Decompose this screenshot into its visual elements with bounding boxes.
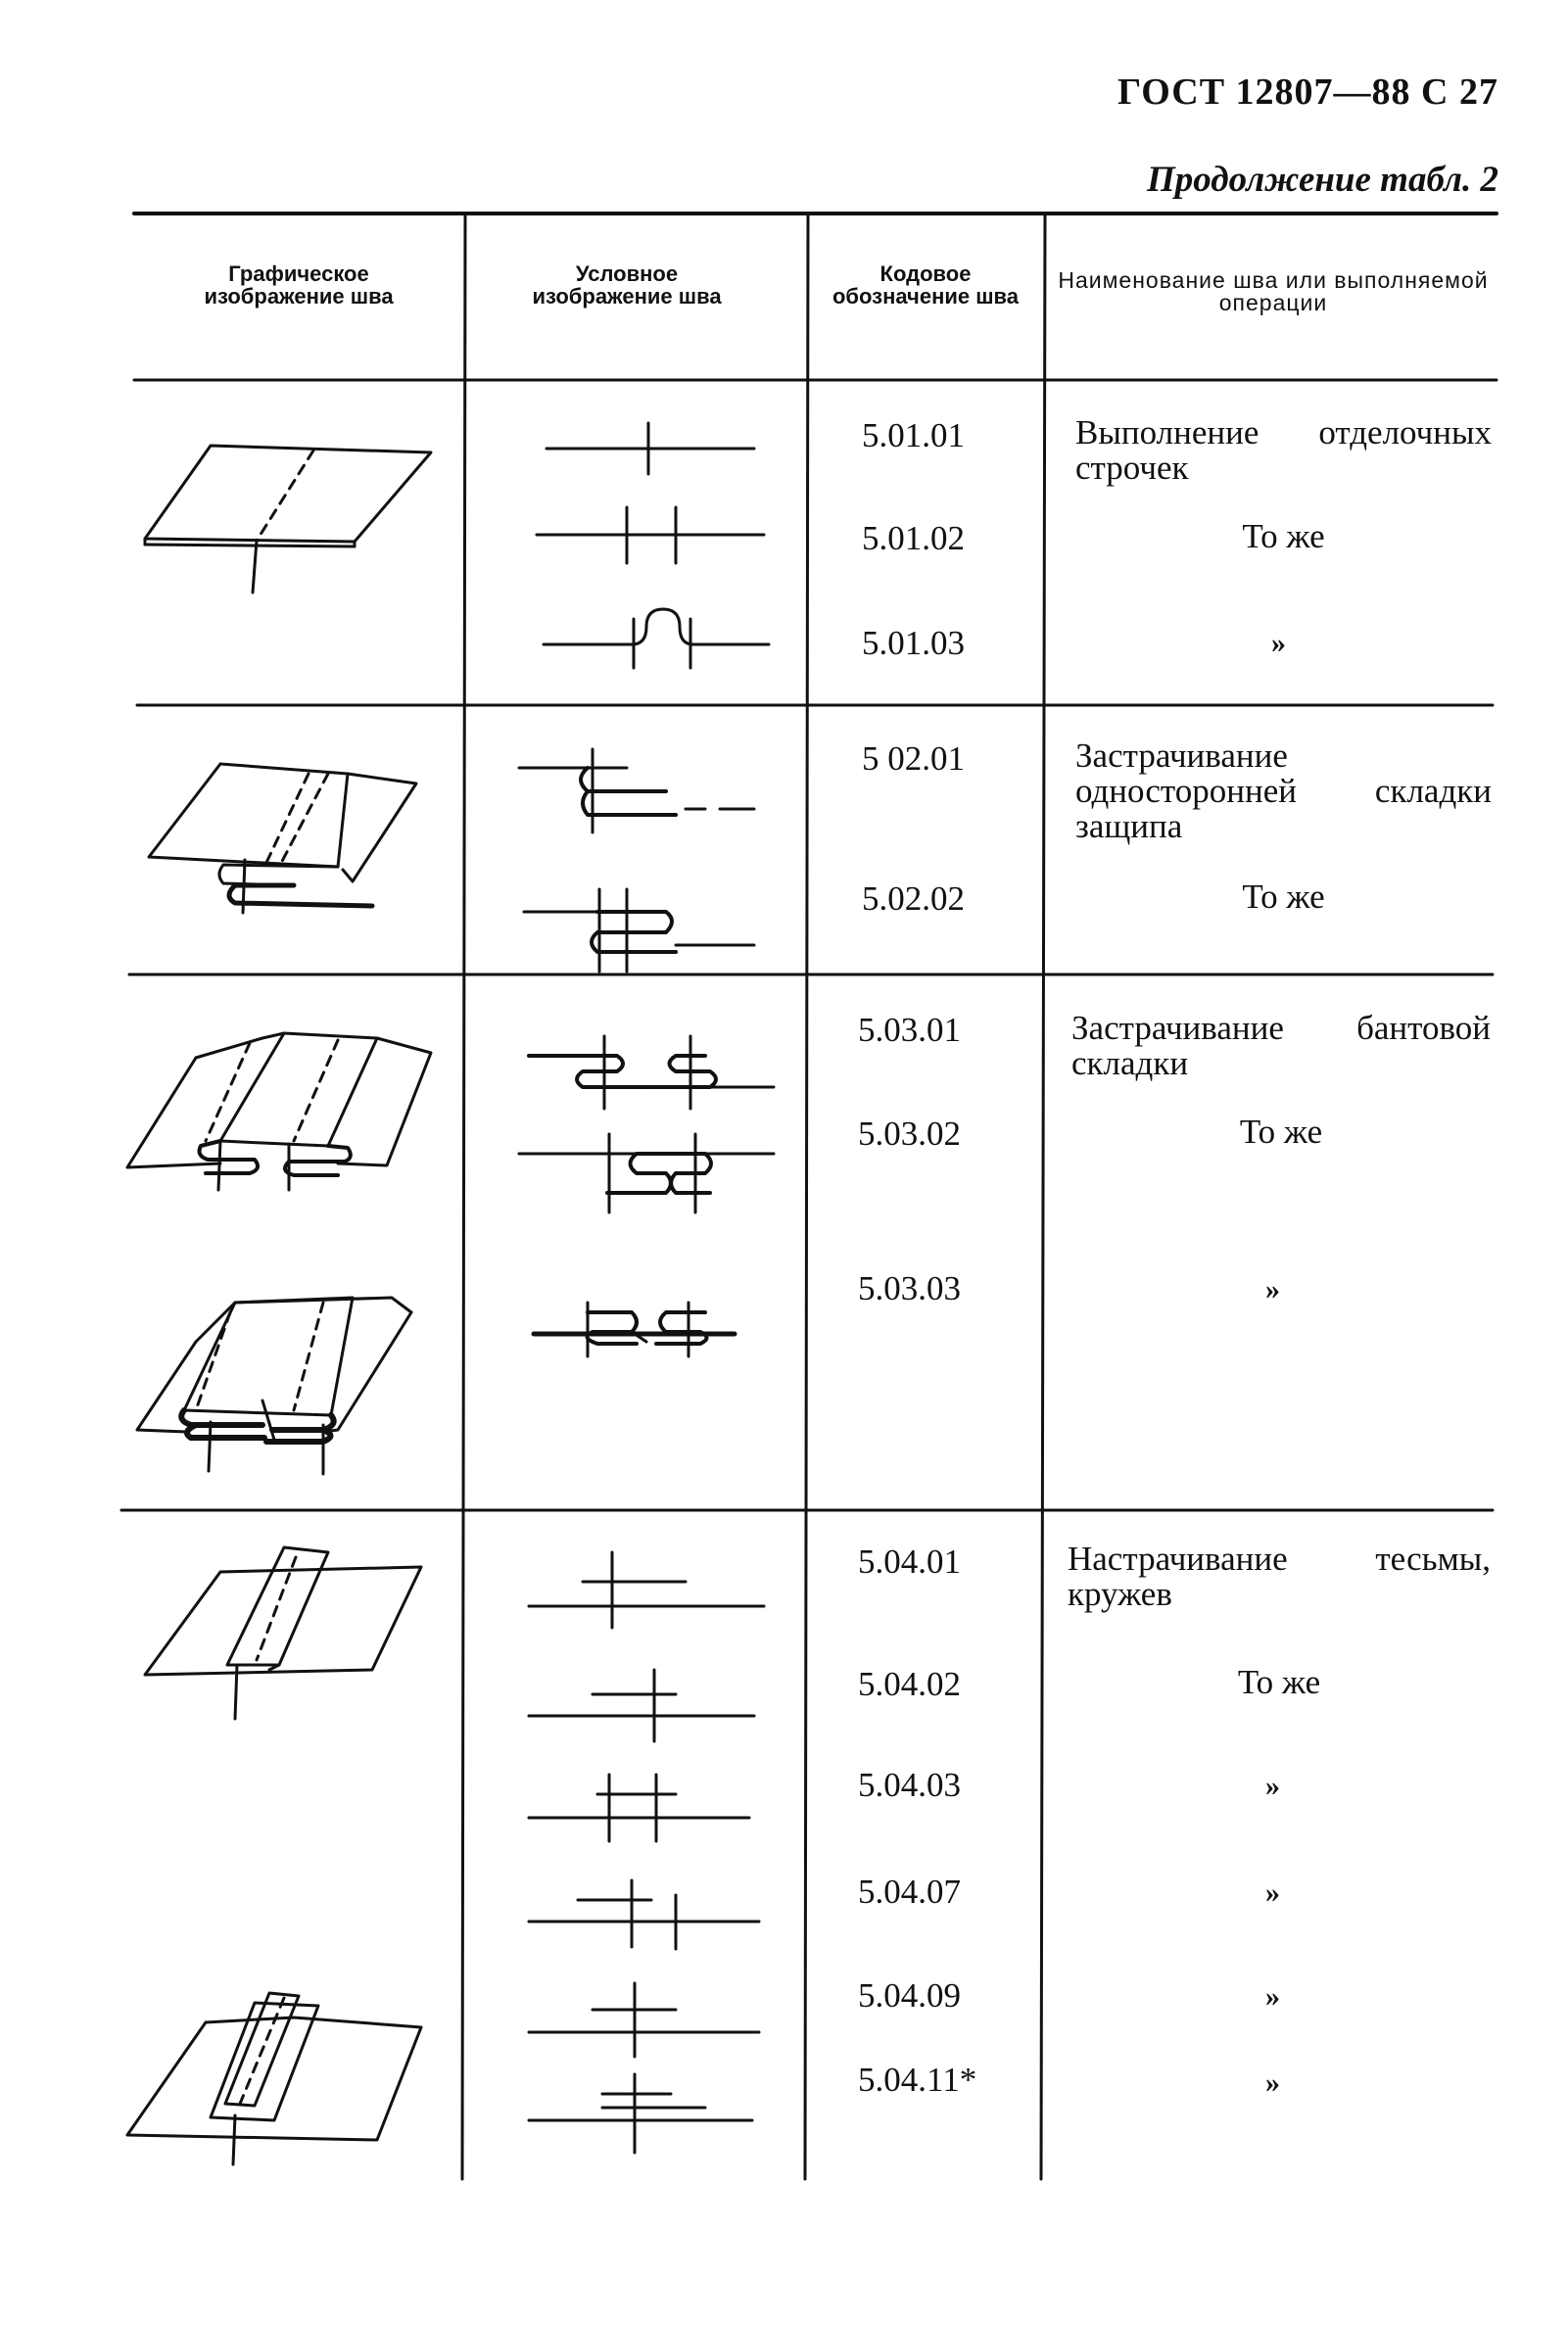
seam-symbol-5-04-01 — [527, 1550, 766, 1630]
seam-code: 5.03.03 — [858, 1269, 961, 1307]
seam-symbol-5-03-03 — [531, 1301, 737, 1358]
table-continuation-caption: Продолжение табл. 2 — [1147, 160, 1498, 200]
seam-name: То же — [1239, 1113, 1323, 1151]
seam-graphic-5-03-a — [125, 1031, 433, 1192]
seam-symbol-5-03-02 — [517, 1132, 776, 1214]
ditto-mark: » — [1271, 627, 1286, 659]
seam-graphic-5-01 — [143, 444, 433, 594]
seam-symbol-5-02-02 — [522, 887, 756, 973]
seam-code: 5.03.02 — [858, 1115, 961, 1153]
seam-symbol-5-02-01 — [517, 747, 756, 834]
seam-symbol-5-04-03 — [527, 1773, 751, 1843]
seam-name: Застрачивание односторонней складки защи… — [1075, 736, 1492, 845]
column-rule — [803, 214, 810, 2181]
seam-code: 5.04.01 — [858, 1543, 961, 1581]
seam-graphic-5-03-b — [135, 1296, 413, 1476]
seam-symbol-5-01-03 — [542, 607, 771, 670]
seam-code: 5.04.07 — [858, 1873, 961, 1911]
seam-symbol-5-01-01 — [545, 421, 756, 476]
column-rule — [1039, 214, 1047, 2181]
seam-graphic-5-04-b — [125, 1991, 423, 2166]
seam-code: 5.01.01 — [862, 416, 965, 454]
ditto-mark: » — [1265, 1876, 1280, 1909]
ditto-mark: » — [1265, 1980, 1280, 2013]
seam-name: Настрачивание тесьмы, кружев — [1068, 1540, 1491, 1613]
seam-graphic-5-04-a — [143, 1545, 423, 1721]
seam-symbol-5-04-02 — [527, 1668, 756, 1743]
seam-code: 5.01.02 — [862, 519, 965, 557]
seam-code: 5.04.03 — [858, 1766, 961, 1804]
seam-code: 5 02.01 — [862, 739, 965, 778]
seam-name: Выполнение отделочных строчек — [1075, 413, 1492, 487]
seam-code: 5.04.02 — [858, 1665, 961, 1703]
seam-symbol-5-04-11 — [527, 2072, 754, 2155]
column-header-symbol: Условное изображение шва — [532, 261, 722, 309]
ditto-mark: » — [1265, 1273, 1280, 1305]
seam-symbol-5-04-07 — [527, 1878, 761, 1951]
seam-symbol-5-03-01 — [527, 1034, 776, 1111]
seam-symbol-5-04-09 — [527, 1981, 761, 2059]
seam-name: То же — [1242, 878, 1325, 916]
seam-graphic-5-02 — [147, 762, 418, 915]
seam-symbol-5-01-02 — [535, 505, 766, 565]
page-header: ГОСТ 12807—88 С 27 — [1117, 71, 1498, 113]
seam-name: Застрачивание бантовой складки — [1071, 1009, 1491, 1082]
ditto-mark: » — [1265, 1770, 1280, 1802]
seam-code: 5.03.01 — [858, 1011, 961, 1049]
column-header-graphic: Графическое изображение шва — [204, 261, 394, 309]
column-header-name: Наименование шва или выполняемой операци… — [1058, 267, 1489, 315]
seam-code: 5.04.09 — [858, 1976, 961, 2015]
seam-name: То же — [1242, 517, 1325, 555]
column-rule — [460, 214, 467, 2181]
seam-code: 5.04.11* — [858, 2061, 977, 2099]
seam-name: То же — [1237, 1663, 1321, 1701]
column-header-code: Кодовое обозначение шва — [832, 261, 1020, 309]
seam-code: 5.02.02 — [862, 879, 965, 918]
ditto-mark: » — [1265, 2066, 1280, 2099]
seam-code: 5.01.03 — [862, 624, 965, 662]
